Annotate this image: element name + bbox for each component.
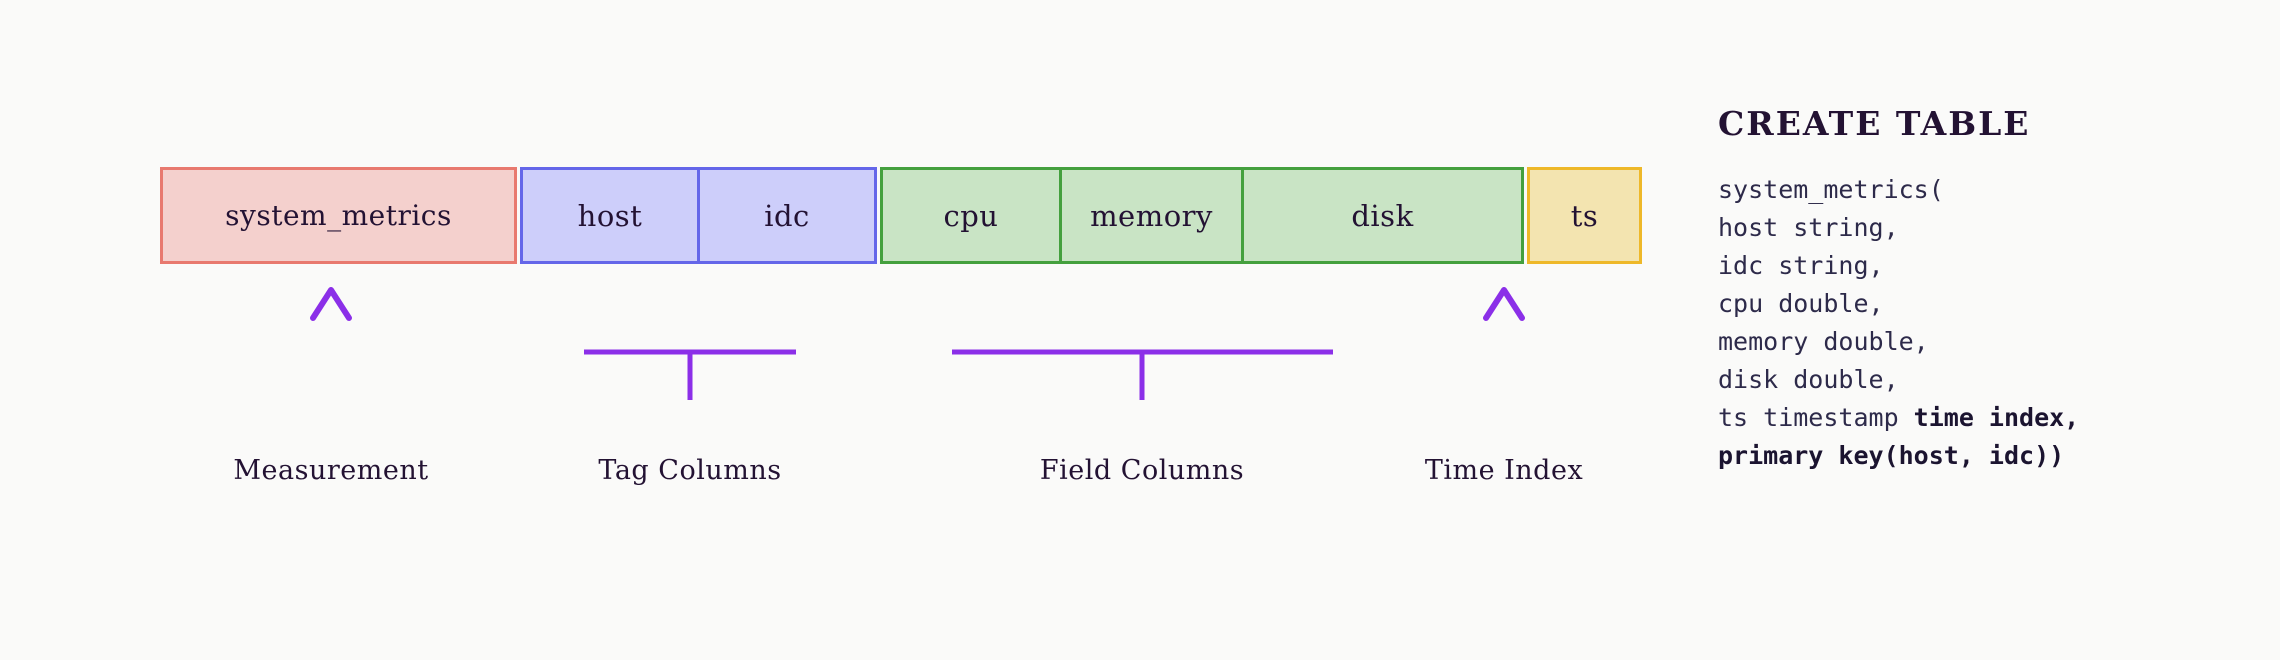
label-measurement: Measurement bbox=[233, 455, 429, 486]
label-tag-columns: Tag Columns bbox=[598, 455, 782, 486]
code-text: ts timestamp bbox=[1718, 403, 1914, 432]
code-text: system_metrics( bbox=[1718, 175, 1944, 204]
connector-arrow-measurement bbox=[310, 287, 352, 388]
group-field-columns: cpu memory disk bbox=[880, 167, 1524, 264]
label-field-columns: Field Columns bbox=[1039, 455, 1245, 486]
code-line: primary key(host, idc)) bbox=[1718, 437, 2238, 475]
label-time-index: Time Index bbox=[1424, 455, 1584, 486]
code-text: host string, bbox=[1718, 213, 1899, 242]
connector-bracket-fields bbox=[952, 300, 1333, 400]
code-line: host string, bbox=[1718, 209, 2238, 247]
code-text: memory double, bbox=[1718, 327, 1929, 356]
cell-host: host bbox=[577, 198, 643, 233]
cell-disk: disk bbox=[1241, 170, 1521, 261]
cell-idc: idc bbox=[697, 170, 874, 261]
group-measurement: system_metrics bbox=[160, 167, 517, 264]
cell-ts: ts bbox=[1570, 198, 1599, 233]
cell-cpu: cpu bbox=[943, 198, 999, 233]
code-line: cpu double, bbox=[1718, 285, 2238, 323]
code-line: idc string, bbox=[1718, 247, 2238, 285]
group-time-index: ts bbox=[1527, 167, 1642, 264]
code-text: idc string, bbox=[1718, 251, 1884, 280]
group-tag-columns: host idc bbox=[520, 167, 877, 264]
connector-arrow-time-index bbox=[1483, 287, 1525, 395]
cell-memory: memory bbox=[1059, 170, 1241, 261]
code-body: system_metrics(host string, idc string, cp… bbox=[1718, 171, 2238, 475]
code-text: cpu double, bbox=[1718, 289, 1884, 318]
code-line: memory double, bbox=[1718, 323, 2238, 361]
code-line: disk double, bbox=[1718, 361, 2238, 399]
code-text-emphasis: time index, bbox=[1913, 403, 2080, 432]
code-line: ts timestamp time index, bbox=[1718, 399, 2238, 437]
connector-bracket-tags bbox=[584, 300, 796, 400]
code-line: system_metrics( bbox=[1718, 171, 2238, 209]
code-title: CREATE TABLE bbox=[1718, 104, 2031, 143]
code-text: disk double, bbox=[1718, 365, 1899, 394]
code-text-emphasis: primary key(host, idc)) bbox=[1718, 441, 2065, 470]
create-table-panel: CREATE TABLE system_metrics(host string,… bbox=[1718, 104, 2238, 475]
cell-system-metrics: system_metrics bbox=[225, 199, 452, 232]
schema-row: system_metrics host idc cpu memory disk … bbox=[160, 167, 1642, 264]
